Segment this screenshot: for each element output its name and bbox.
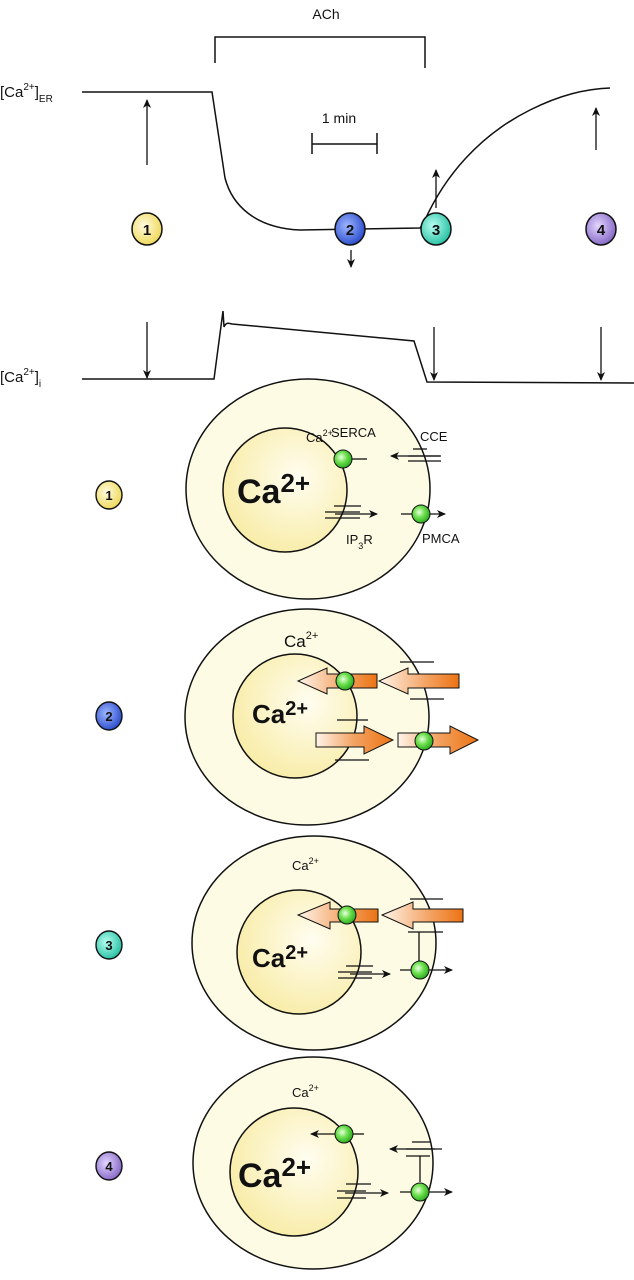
er-ion-label: Ca2+ [238,1152,311,1195]
serca-pump [337,905,357,925]
scale-bar [311,133,378,154]
cytosol-ion-label: Ca2+ [306,428,333,445]
trace-badge-1: 1 [131,212,163,246]
cytosolic-concentration-label: [Ca2+]i [0,367,41,390]
cytosol-ion-label: Ca2+ [292,1083,319,1100]
cell-diagram-2: Ca2+ Ca2+ [184,608,480,826]
er-ion-label: Ca2+ [237,468,310,511]
stimulus-label: ACh [312,6,339,22]
serca-pump [333,449,353,469]
cell-diagram-4: Ca2+ Ca2+ [192,1056,453,1270]
pmca-pump [414,731,434,751]
pmca-label: PMCA [422,531,460,546]
cell-badge-4: 4 [95,1151,123,1181]
serca-pump [335,671,355,691]
svg-text:2: 2 [105,709,112,724]
er-concentration-label: [Ca2+]ER [0,82,53,105]
er-compartment [229,1107,359,1237]
cytosol-ion-label: Ca2+ [292,856,319,873]
cell-diagram-3: Ca2+ Ca2+ [191,835,464,1051]
ip3r-channel [325,505,378,519]
cell-badge-2: 2 [95,701,123,731]
cce-label: CCE [420,429,448,444]
svg-text:2: 2 [346,222,354,239]
pmca-pump [410,960,430,980]
ip3r-flux-arrow [315,725,395,755]
cytosol-ion-label: Ca2+ [284,630,318,651]
cell-badge-1: 1 [95,480,123,510]
svg-text:4: 4 [105,1159,113,1174]
scale-bar-label: 1 min [322,110,356,126]
cell-badge-3: 3 [95,930,123,960]
svg-text:1: 1 [143,222,151,239]
serca-pump [334,1124,354,1144]
serca-label: SERCA [331,425,376,440]
ip3r-channel [337,1183,389,1199]
trace-badge-4: 4 [585,212,617,246]
svg-text:1: 1 [105,488,112,503]
cell-diagram-1: Ca2+ Ca2+ SERCA CCE IP3R PMCA [185,378,460,600]
cce-channel [389,1141,442,1157]
cce-flux-arrow [380,901,464,930]
trace-badge-3: 3 [420,212,452,246]
ip3r-channel [338,965,391,979]
pmca-pump [410,1182,430,1202]
svg-text:3: 3 [432,222,440,239]
er-compartment [222,427,348,553]
svg-text:4: 4 [597,222,606,239]
trace-panel: ACh [Ca2+]ER 1 min 1 2 3 [0,6,634,390]
trace-badge-2: 2 [334,212,366,246]
er-ion-label: Ca2+ [252,942,308,973]
pmca-pump [411,504,431,524]
ip3r-label: IP3R [346,532,373,551]
er-ion-label: Ca2+ [252,698,308,729]
cce-flux-arrow [377,667,460,695]
cce-channel [390,448,441,462]
cytosolic-calcium-trace [82,310,634,384]
ach-bracket [214,36,426,68]
svg-text:3: 3 [105,938,112,953]
er-calcium-trace [82,87,611,231]
